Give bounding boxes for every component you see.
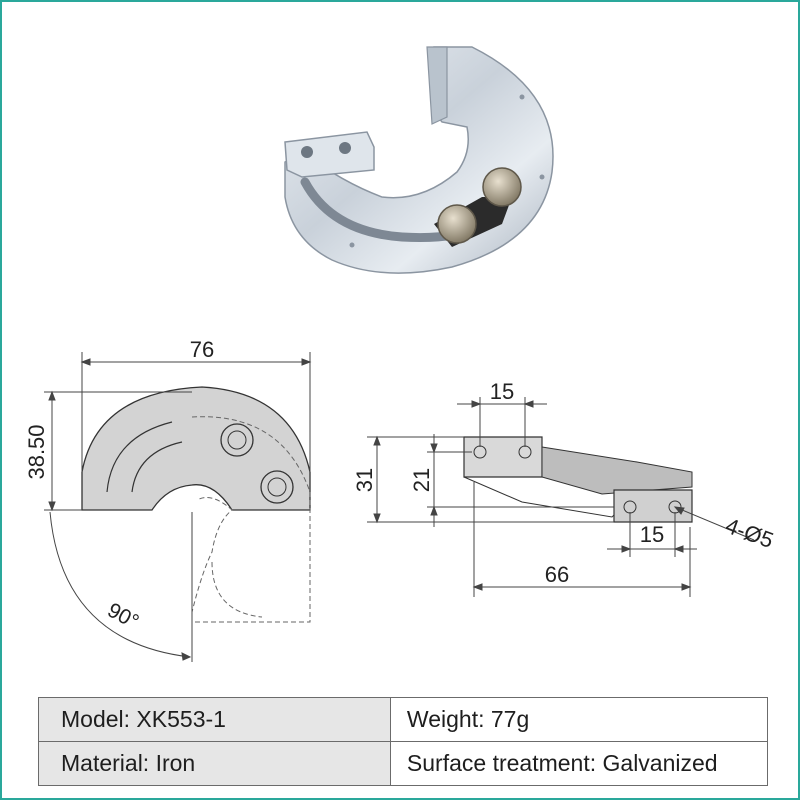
bracket [426,46,448,125]
dim-66: 66 [545,562,569,587]
hinge-outline-closed [81,386,311,511]
mounting-tab [284,131,375,178]
side-flange-bottom [613,489,693,523]
dim-15-bottom: 15 [640,522,664,547]
spec-weight: Weight: 77g [389,697,769,742]
spec-table: Model: XK553-1 Weight: 77g Material: Iro… [38,697,769,786]
dim-15-top: 15 [490,379,514,404]
spec-model: Model: XK553-1 [38,697,391,742]
dim-holes: 4-Ø5 [722,513,777,553]
side-flange-top [463,436,543,478]
technical-drawing: 76 38.50 90° 15 31 21 15 66 4-Ø5 [24,337,777,662]
dim-21: 21 [409,468,434,492]
dim-38-50: 38.50 [24,424,49,479]
product-photo [284,46,554,274]
rivet [482,167,522,207]
spec-row: Material: Iron Surface treatment: Galvan… [38,741,769,786]
dim-31: 31 [352,468,377,492]
spec-material: Material: Iron [38,741,391,786]
hinge-outline-open [191,416,311,623]
spec-surface: Surface treatment: Galvanized [389,741,769,786]
rivet [437,204,477,244]
dim-76: 76 [190,337,214,362]
spec-row: Model: XK553-1 Weight: 77g [38,697,769,742]
